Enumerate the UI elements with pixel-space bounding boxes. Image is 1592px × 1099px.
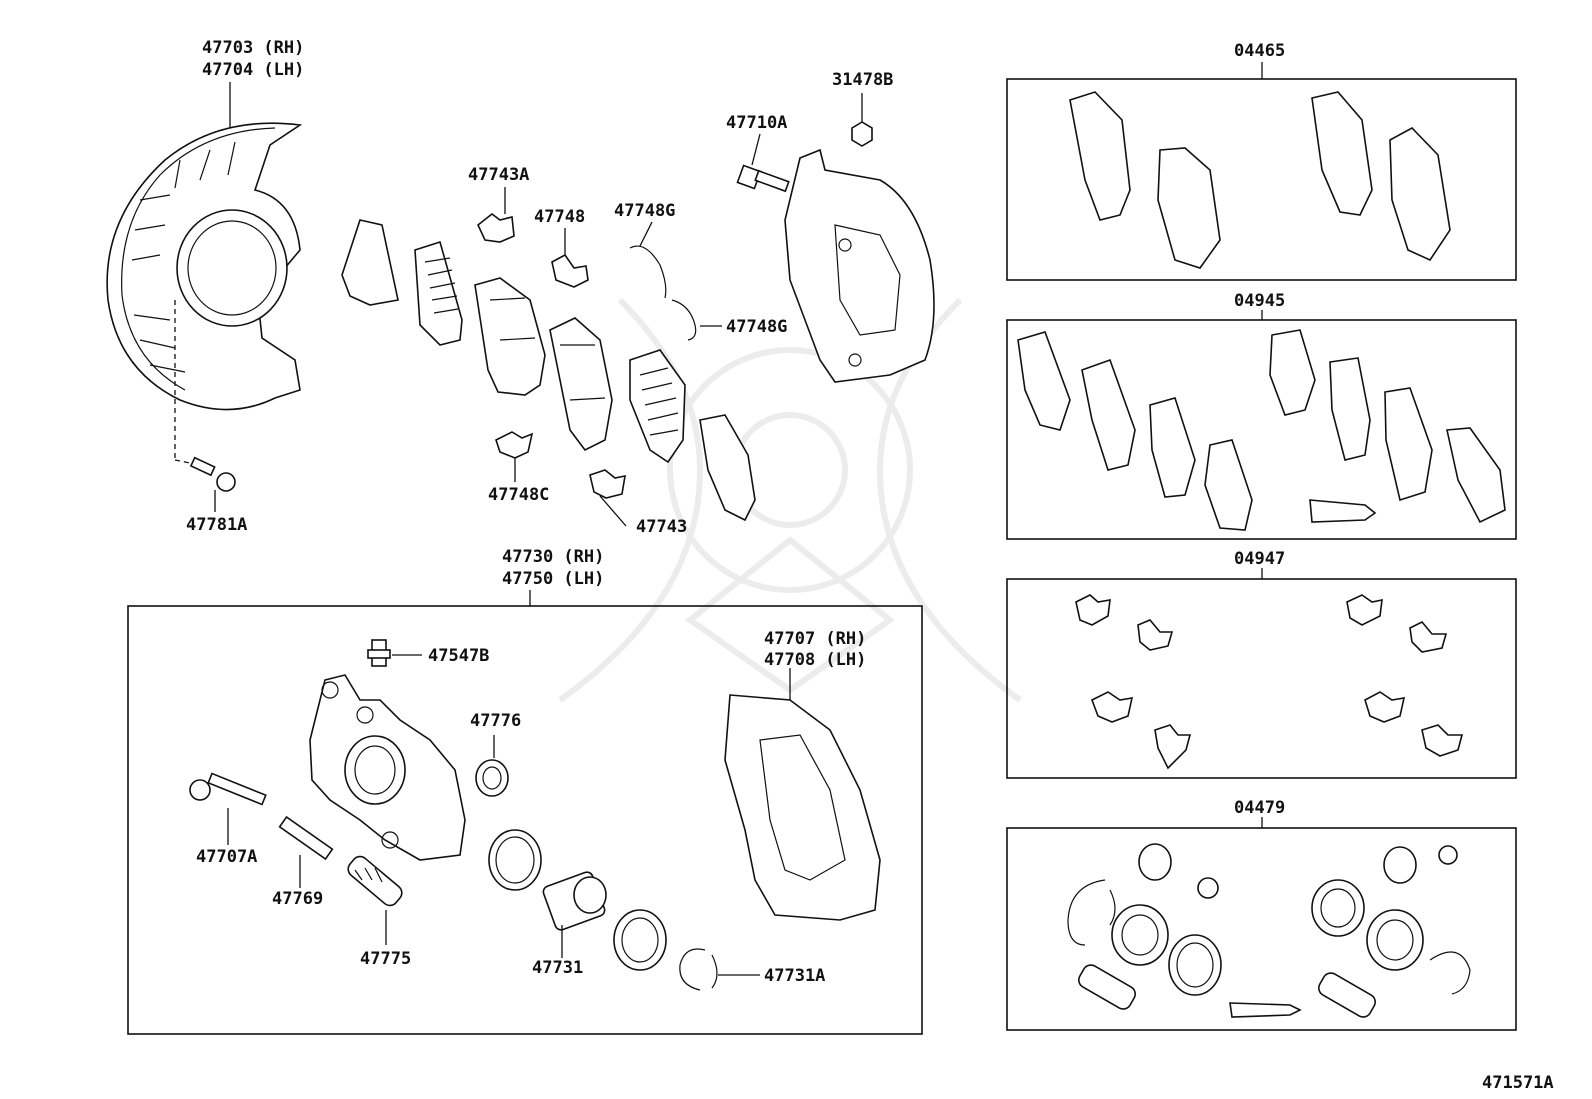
pad-insulator-outer[interactable] <box>414 240 463 346</box>
label-31478B: 31478B <box>832 70 893 90</box>
anti-squeal-shim-inner[interactable] <box>699 414 756 522</box>
pad-insulator-inner[interactable] <box>629 349 686 464</box>
kit-04947-clips[interactable] <box>1075 594 1464 770</box>
label-47703: 47703 (RH) <box>202 38 304 58</box>
dust-shield-part[interactable] <box>106 122 303 411</box>
brake-pad-outer[interactable] <box>474 277 546 396</box>
pad-clip-47748C[interactable] <box>495 431 534 459</box>
cylinder-boot-47776[interactable] <box>475 759 509 797</box>
kit-label-04465: 04465 <box>1234 41 1285 61</box>
diagram-id: 471571A <box>1482 1073 1554 1093</box>
cylinder-boot-ring[interactable] <box>613 909 667 971</box>
shield-bolt-part[interactable] <box>189 456 236 492</box>
piston-47731[interactable] <box>542 870 607 931</box>
kit-label-04947: 04947 <box>1234 549 1285 569</box>
kit-04945-shims[interactable] <box>1017 329 1506 531</box>
label-47750: 47750 (LH) <box>502 569 604 589</box>
kit-04465-pads[interactable] <box>1069 91 1451 269</box>
label-47730: 47730 (RH) <box>502 547 604 567</box>
kit-label-04945: 04945 <box>1234 291 1285 311</box>
pad-support-plate-47743A[interactable] <box>477 212 515 243</box>
label-47748: 47748 <box>534 207 585 227</box>
pad-support-plate-47743[interactable] <box>589 469 626 499</box>
label-47769: 47769 <box>272 889 323 909</box>
label-47748G-lower: 47748G <box>726 317 787 337</box>
slide-pin-47769[interactable] <box>278 815 334 861</box>
brake-pad-inner[interactable] <box>549 317 613 452</box>
label-47743: 47743 <box>636 517 687 537</box>
label-47707A: 47707A <box>196 847 257 867</box>
caliper-bracket-47707[interactable] <box>724 694 881 921</box>
bolt-47710A[interactable] <box>736 164 790 193</box>
label-47743A: 47743A <box>468 165 529 185</box>
kit-box-04945 <box>1006 319 1517 540</box>
label-47707: 47707 (RH) <box>764 629 866 649</box>
pad-wear-spring-47748G-upper[interactable] <box>629 245 667 299</box>
pad-wear-spring-47748G-lower[interactable] <box>671 299 697 341</box>
label-47781A: 47781A <box>186 515 247 535</box>
slide-pin-bolt-47707A[interactable] <box>189 772 267 806</box>
slide-bushing-47775[interactable] <box>345 853 405 908</box>
label-47710A: 47710A <box>726 113 787 133</box>
caliper-mounting-bracket[interactable] <box>784 148 935 383</box>
piston-seal-ring[interactable] <box>488 829 542 891</box>
bleeder-plug-47547B[interactable] <box>367 639 391 667</box>
label-47748C: 47748C <box>488 485 549 505</box>
label-47748G-upper: 47748G <box>614 201 675 221</box>
caliper-assembly-box <box>127 605 923 1035</box>
caliper-body[interactable] <box>309 674 466 861</box>
label-47775: 47775 <box>360 949 411 969</box>
label-47776: 47776 <box>470 711 521 731</box>
nut-31478B[interactable] <box>851 121 873 147</box>
pad-clip-47748[interactable] <box>551 253 589 288</box>
label-47731A: 47731A <box>764 966 825 986</box>
kit-04479-seals[interactable] <box>1067 843 1471 1020</box>
label-47547B: 47547B <box>428 646 489 666</box>
label-47708: 47708 (LH) <box>764 650 866 670</box>
set-ring-47731A[interactable] <box>679 948 718 991</box>
label-47731: 47731 <box>532 958 583 978</box>
kit-label-04479: 04479 <box>1234 798 1285 818</box>
label-47704: 47704 (LH) <box>202 60 304 80</box>
anti-squeal-shim-outer[interactable] <box>341 219 399 306</box>
